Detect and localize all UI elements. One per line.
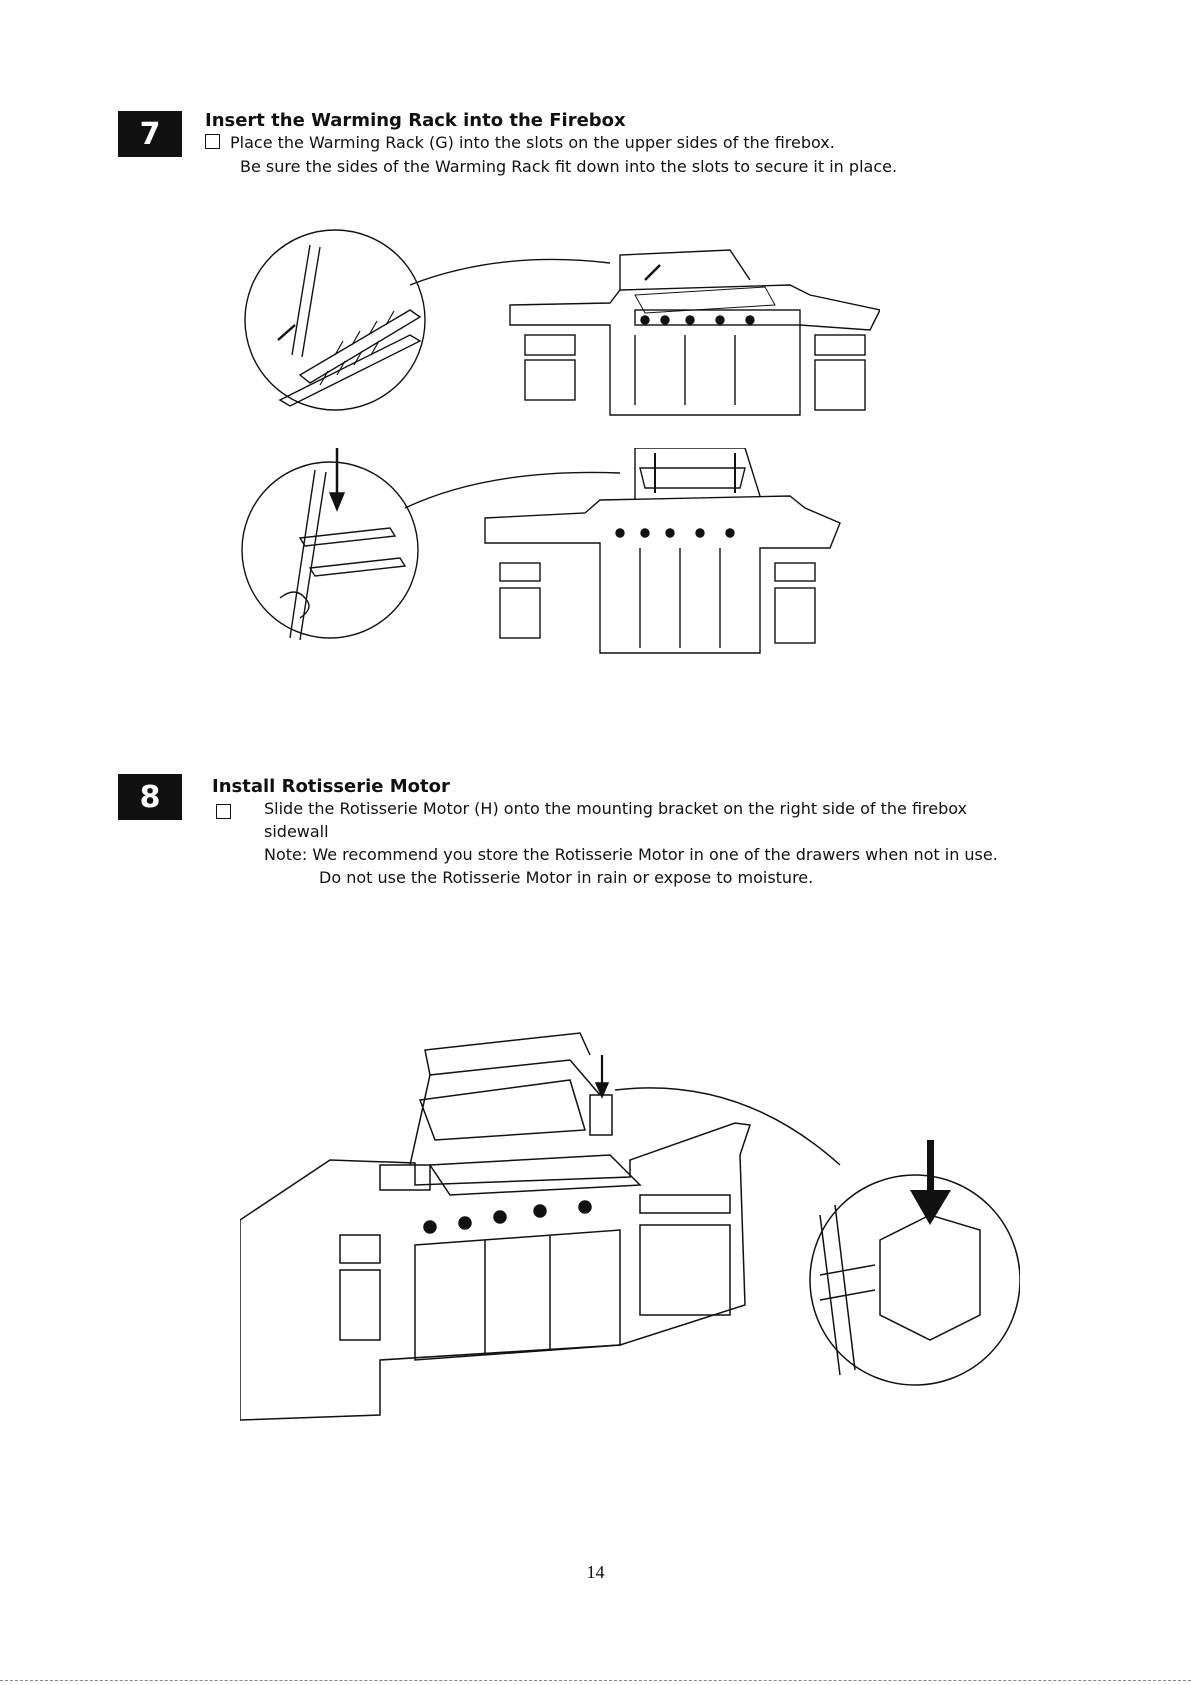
step-7-instruction: Place the Warming Rack (G) into the slot… xyxy=(205,133,835,152)
step-8-note: Note: We recommend you store the Rotisse… xyxy=(264,845,998,864)
arrow-icon xyxy=(927,1140,934,1210)
grill-hood xyxy=(634,448,761,500)
step-7-line-1: Place the Warming Rack (G) into the slot… xyxy=(230,133,835,152)
arrow-icon xyxy=(644,264,661,281)
figure-warming-rack-bottom xyxy=(241,448,841,654)
page-number: 14 xyxy=(586,1562,605,1582)
motor-detail xyxy=(879,1214,981,1341)
step-8-title: Install Rotisserie Motor xyxy=(212,776,450,797)
warming-rack xyxy=(418,1079,586,1141)
grill-island-outline xyxy=(484,495,841,654)
step-7-line-2: Be sure the sides of the Warming Rack fi… xyxy=(240,157,898,176)
cooking-grate xyxy=(428,1154,642,1196)
checkbox-icon xyxy=(216,804,231,819)
step-8-line-2: sidewall xyxy=(264,822,329,841)
page-bottom-rule xyxy=(0,1680,1191,1682)
step-8-badge: 8 xyxy=(118,774,182,820)
callout-line xyxy=(404,471,621,509)
checkbox-icon xyxy=(205,134,220,149)
callout-line xyxy=(409,258,611,286)
rotisserie-motor xyxy=(589,1094,613,1136)
arrow-head-icon xyxy=(910,1190,951,1225)
step-8-number: 8 xyxy=(139,779,161,815)
arrow-head-icon xyxy=(594,1082,610,1099)
grill-hood xyxy=(619,249,751,290)
drawer xyxy=(639,1224,731,1316)
detail-circle xyxy=(244,229,426,411)
detail-circle xyxy=(809,1174,1020,1386)
arrow-head-icon xyxy=(328,492,346,512)
drawer xyxy=(639,1194,731,1214)
callout-line xyxy=(614,1087,841,1166)
grill-island-outline xyxy=(509,284,880,416)
drawer xyxy=(339,1234,381,1264)
note-line-1: We recommend you store the Rotisserie Mo… xyxy=(312,845,998,864)
burner-knobs xyxy=(423,1200,592,1234)
grill-hood xyxy=(409,1059,601,1166)
grill-island-outline xyxy=(240,1122,751,1421)
note-line-2: Do not use the Rotisserie Motor in rain … xyxy=(319,868,814,887)
step-7-title: Insert the Warming Rack into the Firebox xyxy=(205,110,626,131)
burner-knobs xyxy=(640,315,755,325)
figure-rotisserie-motor xyxy=(240,1032,1020,1421)
burner-knobs xyxy=(615,528,735,538)
step-8-line-1: Slide the Rotisserie Motor (H) onto the … xyxy=(264,799,968,818)
note-label: Note: xyxy=(264,845,308,864)
step-7-number: 7 xyxy=(139,116,161,152)
arrow-icon xyxy=(277,324,296,341)
side-burner xyxy=(379,1164,431,1191)
figure-warming-rack-top xyxy=(244,229,880,416)
step-7-badge: 7 xyxy=(118,111,182,157)
drawer xyxy=(339,1269,381,1341)
detail-circle xyxy=(241,461,419,639)
